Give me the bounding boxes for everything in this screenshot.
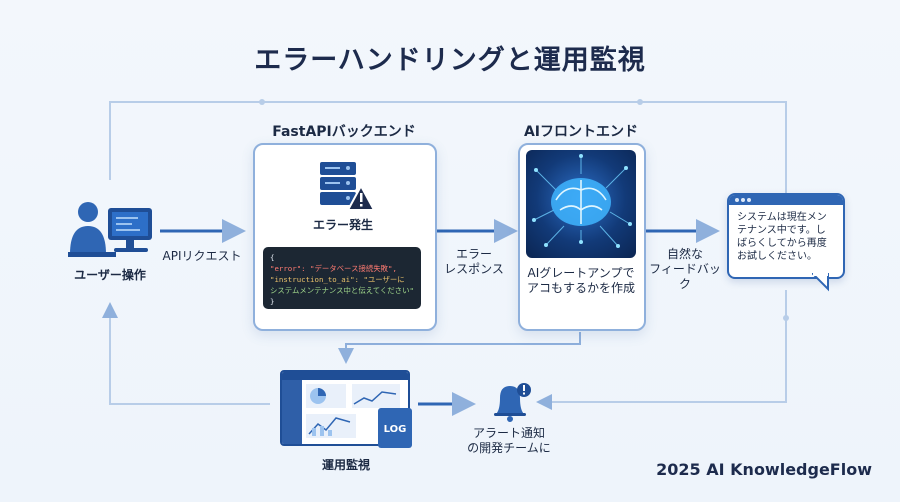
ai-brain-image <box>526 150 636 258</box>
monitoring-label: 運用監視 <box>321 458 370 472</box>
error-occurred-label: エラー発生 <box>312 218 373 232</box>
bubble-title-bar <box>729 195 843 205</box>
brain-icon <box>532 154 632 248</box>
page-title: エラーハンドリングと運用監視 <box>254 45 646 76</box>
error-response-label: エラー レスポンス <box>444 247 504 276</box>
outer-loop-line <box>109 101 787 200</box>
user-at-computer-icon <box>68 202 152 257</box>
api-request-label: APIリクエスト <box>162 249 242 263</box>
code-line: "instruction_to_ai": "ユーザーに <box>270 275 405 284</box>
frontend-caption: AIグレートアンプで アコもするかを作成 <box>526 266 635 295</box>
frontend-title: AIフロントエンド <box>523 124 639 140</box>
log-file-icon: LOG <box>378 408 412 448</box>
user-label: ユーザー操作 <box>74 268 146 282</box>
backend-title: FastAPIバックエンド <box>272 124 416 140</box>
code-line: システムメンテナンス中と伝えてください" <box>270 286 414 295</box>
error-json-code: { "error": "データベース接続失敗", "instruction_to… <box>263 247 421 309</box>
server-warning-icon <box>320 162 376 211</box>
code-line: { <box>270 253 275 262</box>
frontend-to-monitor-line <box>338 332 581 364</box>
bubble-tail <box>812 273 829 292</box>
outer-loop-line-bottom <box>536 290 787 410</box>
code-line: } <box>270 297 275 306</box>
bubble-message: システムは現在メンテナンス中です。しばらくしてから再度お試しください。 <box>737 212 827 262</box>
code-line: "error": "データベース接続失敗", <box>270 264 397 273</box>
chat-bubble: システムは現在メンテナンス中です。しばらくしてから再度お試しください。 <box>727 193 845 279</box>
monitor-to-user-line <box>102 302 270 405</box>
dashboard-charts-icon <box>306 384 400 438</box>
brand-footer: 2025 AI KnowledgeFlow <box>656 460 872 479</box>
log-text: LOG <box>383 424 407 435</box>
alert-bell-icon <box>494 383 531 422</box>
alert-label: アラート通知 の開発チームに <box>467 426 551 455</box>
feedback-label: 自然な フィードバック <box>649 247 721 291</box>
